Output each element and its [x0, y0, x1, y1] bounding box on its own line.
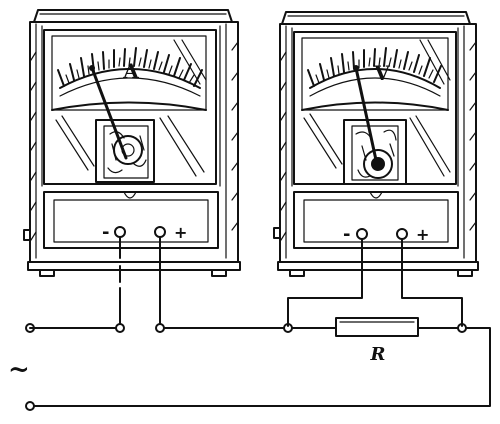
- voltmeter-neg-sign: -: [343, 224, 350, 245]
- voltmeter-letter: V: [373, 61, 390, 85]
- ac-source-icon: ~: [8, 355, 30, 385]
- ammeter-icon: - + A: [23, 9, 241, 277]
- ammeter-letter: A: [122, 59, 139, 83]
- circuit-nodes: [25, 323, 467, 411]
- resistor-icon: [335, 317, 419, 337]
- ammeter-pos-sign: +: [174, 223, 187, 242]
- resistor-label: R: [370, 344, 386, 365]
- voltmeter-pos-sign: +: [416, 225, 429, 244]
- ammeter-neg-sign: -: [102, 222, 109, 243]
- circuit-wires: [29, 237, 491, 407]
- voltmeter-icon: - + V: [273, 11, 479, 277]
